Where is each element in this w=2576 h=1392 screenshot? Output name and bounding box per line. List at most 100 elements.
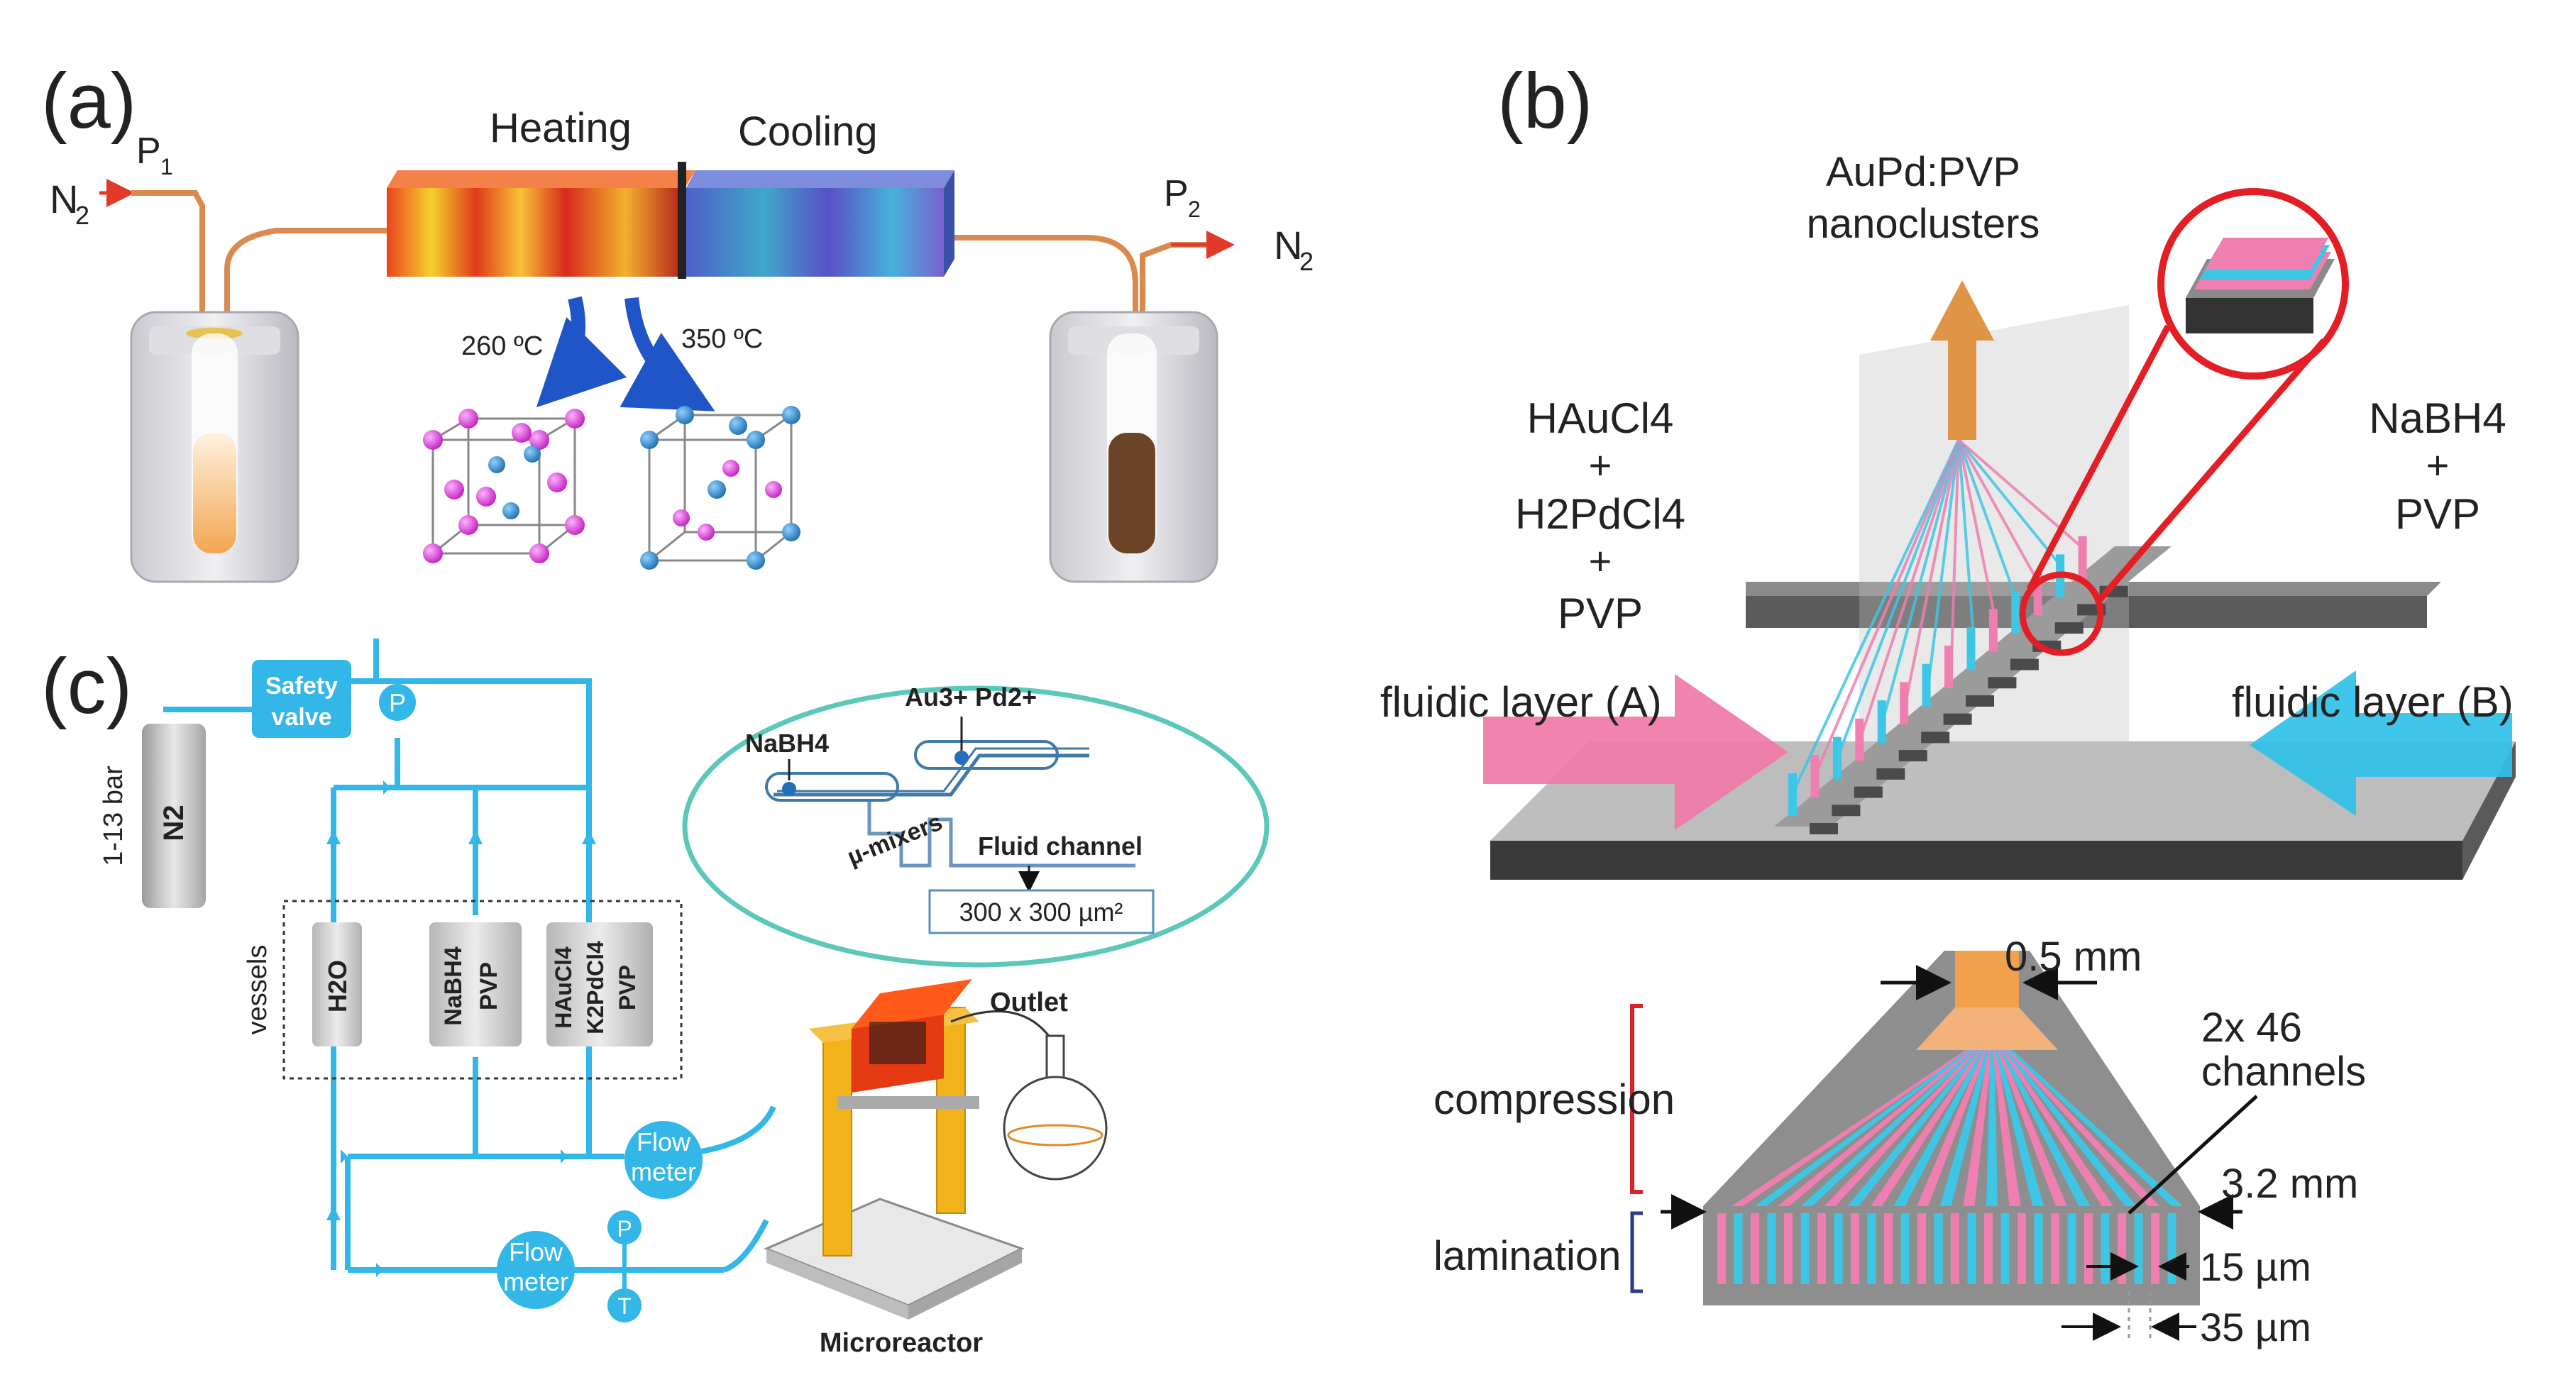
fan-line	[1957, 438, 2064, 570]
mixer-fan-channel	[1939, 1050, 1991, 1206]
fan-line	[1905, 439, 1960, 697]
width-dimension: 3.2 mm	[2221, 1161, 2358, 1207]
safety-valve-label-2: valve	[271, 704, 331, 731]
comb-tooth	[1832, 805, 1861, 817]
panel-a: (a) N 2 P 1 Heating Cooling 260 ºC 350 º…	[41, 57, 1314, 583]
comb-tooth	[2054, 622, 2084, 634]
lamination-channel	[1967, 1213, 1976, 1284]
heating-arrow	[536, 296, 627, 408]
n2-outlet-label: N	[1274, 223, 1302, 267]
n2-cylinder	[142, 724, 206, 908]
outlet-dimension: 0.5 mm	[2005, 934, 2142, 980]
cooling-label: Cooling	[738, 109, 878, 155]
mixer-fan	[1732, 1050, 2183, 1206]
fan-line	[1794, 439, 1960, 788]
vessel-nabh4-label-2: PVP	[475, 962, 502, 1010]
mixer-fan-channel	[1824, 1050, 1979, 1206]
heating-label: Heating	[490, 105, 632, 151]
vessel-metal-salts	[546, 922, 653, 1046]
left-reagent-4: +	[1589, 538, 1612, 583]
comb-stripe	[1877, 700, 1886, 744]
comb-tooth	[1966, 695, 1994, 707]
nabh4-port	[782, 782, 796, 796]
mixer-fan-channel	[1800, 1050, 1977, 1206]
lamination-channel	[1984, 1213, 1993, 1284]
mixer-fan-channel	[1847, 1050, 1981, 1206]
left-reagent-list: HAuCl4 + H2PdCl4 + PVP	[1515, 394, 1685, 637]
comb-tooth	[2010, 658, 2039, 670]
flow-meter-2-label-1: Flow	[509, 1237, 563, 1266]
lamination-channel	[2151, 1213, 2159, 1284]
mixer-fan-channel	[1893, 1050, 1986, 1206]
ions-label: Au3+ Pd2+	[905, 683, 1037, 712]
channel-size-box	[928, 889, 1155, 934]
mixer-fan-channel	[1754, 1050, 1973, 1206]
nabh4-inlet-chamber	[765, 772, 899, 802]
mixer-fan-channel	[1992, 1050, 2021, 1206]
temp-350-label: 350 ºC	[681, 324, 763, 354]
n2-inlet-subscript: 2	[75, 201, 89, 230]
panel-a-label: (a)	[41, 57, 136, 145]
vessel-salts-label-3: PVP	[615, 965, 640, 1010]
right-reagent-list: NaBH4 + PVP	[2369, 394, 2506, 538]
lamination-bracket	[1630, 1211, 1643, 1293]
vessel-salts-label-1: HAuCl4	[551, 946, 576, 1029]
mixer-inlet-path	[774, 753, 1089, 797]
comb-stripe	[1855, 718, 1864, 761]
lamination-channel	[1884, 1213, 1893, 1284]
fan-line	[1838, 439, 1960, 752]
lamination-channel	[2101, 1213, 2110, 1284]
product-label-line2: nanoclusters	[1807, 201, 2040, 247]
lamination-channel	[2000, 1213, 2010, 1284]
right-reagent-1: NaBH4	[2369, 394, 2506, 442]
fan-line	[1957, 438, 2086, 552]
outlet-flask	[1003, 1034, 1108, 1181]
heating-zone-top	[387, 170, 695, 188]
fluidic-layer-a-label: fluidic layer (A)	[1380, 678, 1662, 726]
lamination-channel	[2134, 1213, 2143, 1284]
p2-subscript: 2	[1188, 197, 1201, 222]
left-reagent-2: +	[1589, 443, 1612, 487]
zoom-detail	[2186, 238, 2335, 333]
mixer-fan-channel	[1963, 1050, 1993, 1206]
vessel-nabh4-label-1: NaBH4	[440, 946, 467, 1026]
heating-zone	[387, 188, 685, 277]
n2-cylinder-label: N2	[158, 805, 189, 841]
vessels-box	[282, 900, 683, 1080]
lamination-channel	[1867, 1213, 1876, 1284]
panel-c: (c)	[41, 639, 1270, 1358]
pressure-gauge-top	[379, 684, 416, 721]
au-port	[954, 751, 969, 765]
fluidic-layer-b-label: fluidic layer (B)	[2232, 678, 2514, 726]
channel-comb	[1774, 546, 2172, 827]
cooling-arrow	[620, 297, 715, 411]
lamination-channel	[1900, 1213, 1910, 1284]
p1-subscript: 1	[160, 154, 173, 179]
n2-outlet-subscript: 2	[1299, 247, 1314, 276]
pressure-gauge-bottom	[607, 1210, 642, 1244]
vessel-nabh4	[429, 922, 522, 1046]
comb-tooth	[1898, 750, 1927, 762]
zone-divider	[678, 162, 686, 279]
fan-line	[1957, 439, 2042, 588]
fan-line	[1927, 439, 1960, 678]
right-reagent-2: +	[2426, 443, 2450, 487]
compression-label: compression	[1433, 1076, 1675, 1123]
micromixer-channel	[867, 802, 1135, 868]
safety-valve	[252, 660, 351, 738]
comb-stripe	[1810, 755, 1820, 798]
fluid-arrow-b	[2250, 670, 2512, 816]
lamination-channel	[1784, 1213, 1793, 1284]
channels-pointer	[2128, 1095, 2258, 1215]
lamination-channel	[1917, 1213, 1926, 1284]
left-reagent-5: PVP	[1558, 590, 1643, 637]
lamination-channel	[1934, 1213, 1943, 1284]
lamination-channel	[1767, 1213, 1776, 1284]
panel-b-label: (b)	[1497, 57, 1592, 145]
comb-tooth	[1988, 677, 2017, 689]
comb-tooth	[1943, 713, 1972, 725]
pressure-range-label: 1-13 bar	[99, 766, 128, 866]
panel-b: (b) A	[1380, 57, 2516, 1349]
vessels-label: vessels	[243, 945, 273, 1035]
